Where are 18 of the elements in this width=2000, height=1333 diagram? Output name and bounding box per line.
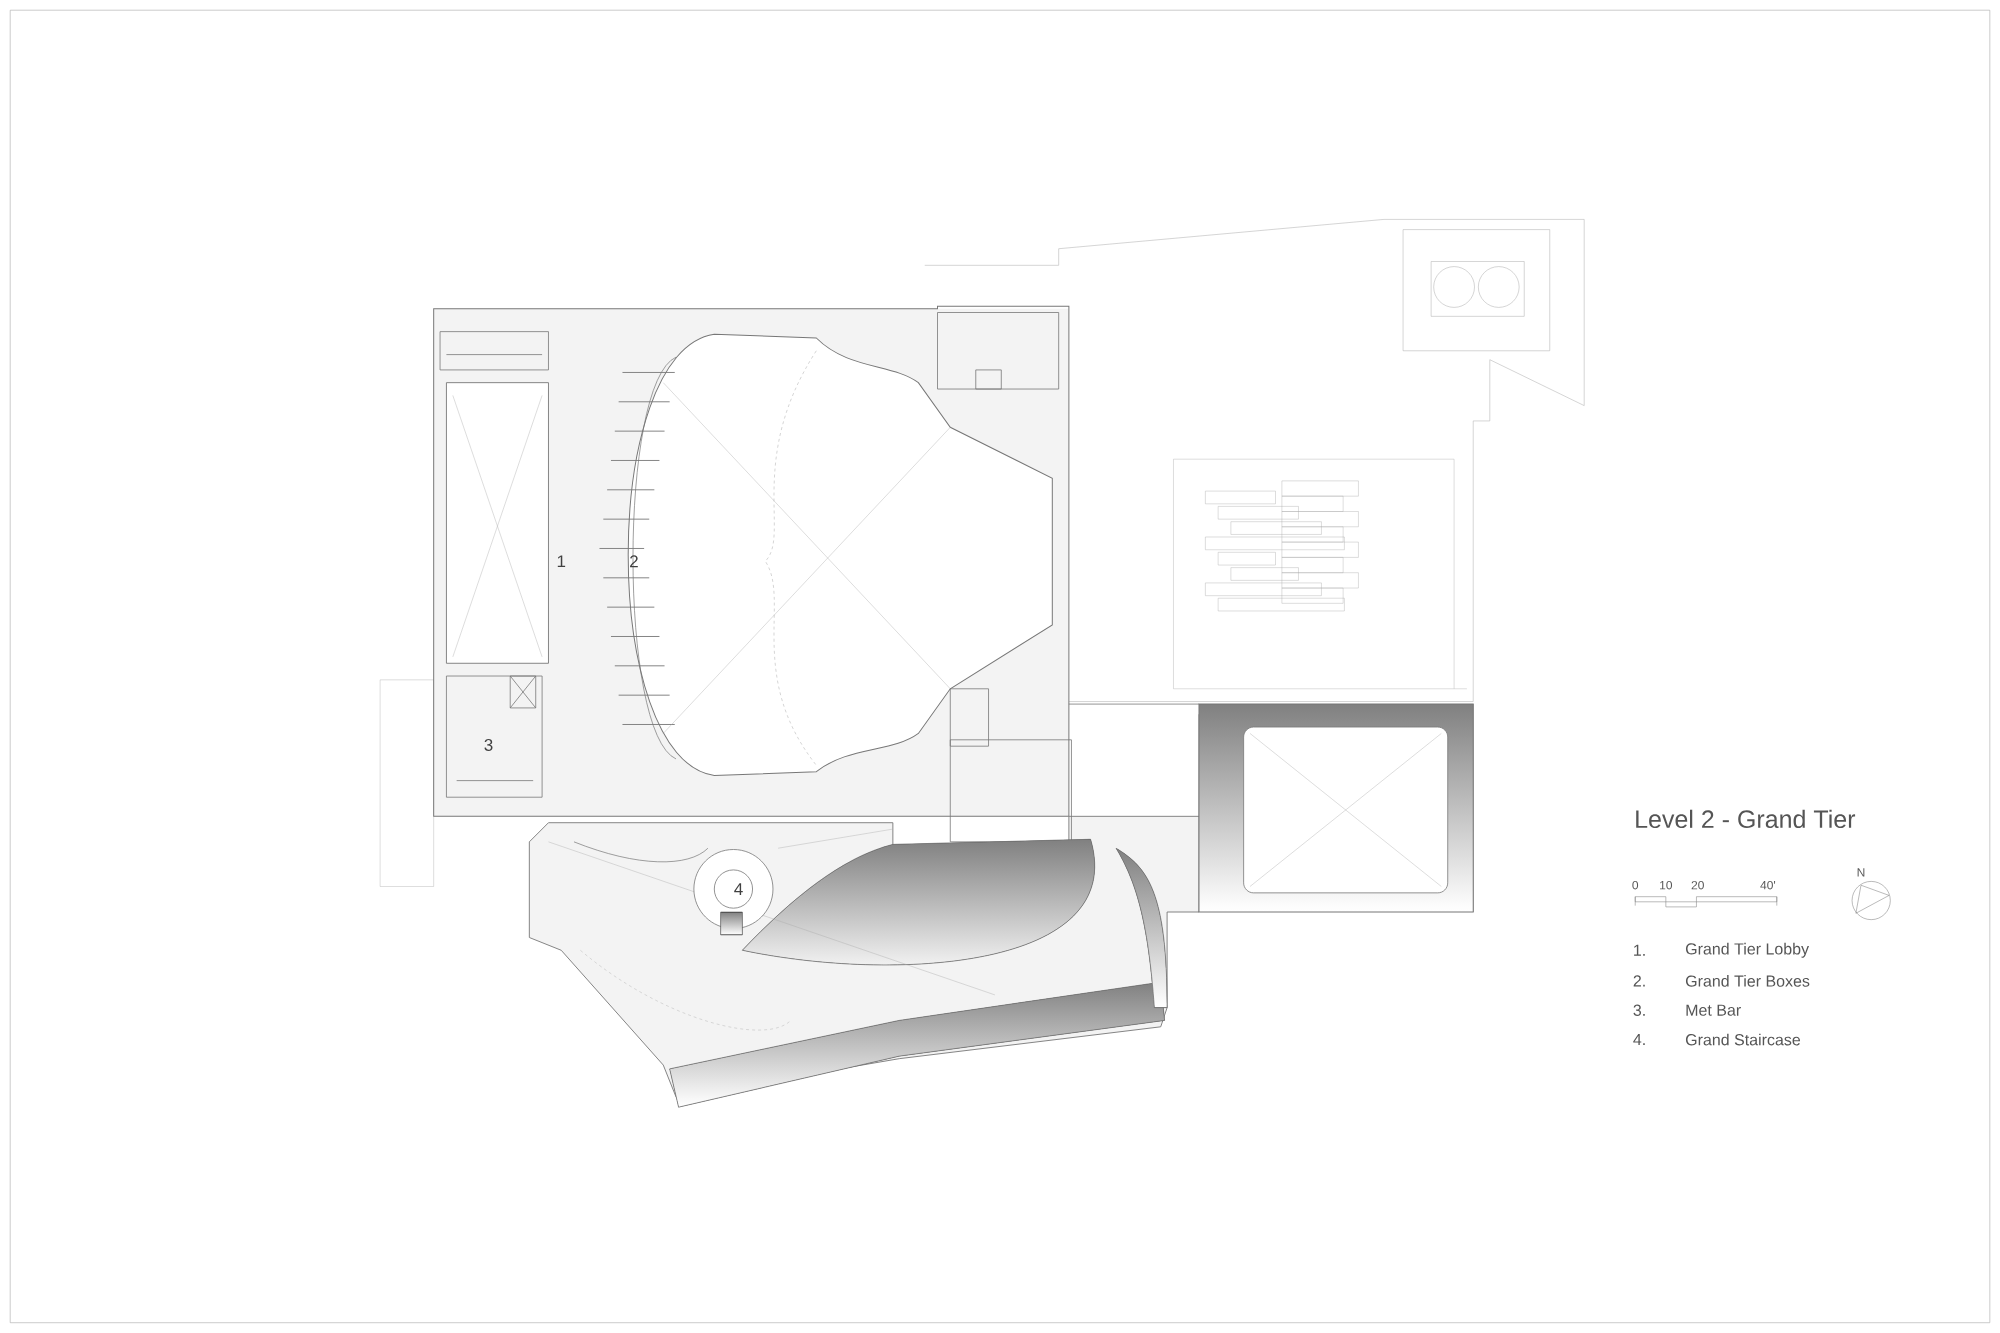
room-number: 4	[734, 883, 743, 895]
scale-label: 20	[1691, 881, 1704, 890]
scale-label: 40'	[1760, 881, 1776, 890]
scale-label: 10	[1660, 881, 1673, 890]
legend-number: 4.	[1633, 1034, 1645, 1046]
legend-text: Grand Staircase	[1685, 1033, 1801, 1046]
title: Level 2 - Grand Tier	[1636, 809, 1856, 829]
room-number: 1	[557, 555, 566, 568]
room-number: 3	[484, 738, 493, 751]
room-number: 2	[630, 555, 638, 568]
legend-number: 1.	[1634, 944, 1645, 956]
north-label: N	[1857, 868, 1865, 877]
scale-label: 0	[1632, 881, 1639, 890]
legend-text: Met Bar	[1686, 1004, 1741, 1016]
legend-text: Grand Tier Lobby	[1685, 942, 1809, 958]
legend-number: 2.	[1633, 975, 1645, 987]
legend-text: Grand Tier Boxes	[1685, 975, 1810, 987]
legend-number: 3.	[1633, 1004, 1645, 1016]
